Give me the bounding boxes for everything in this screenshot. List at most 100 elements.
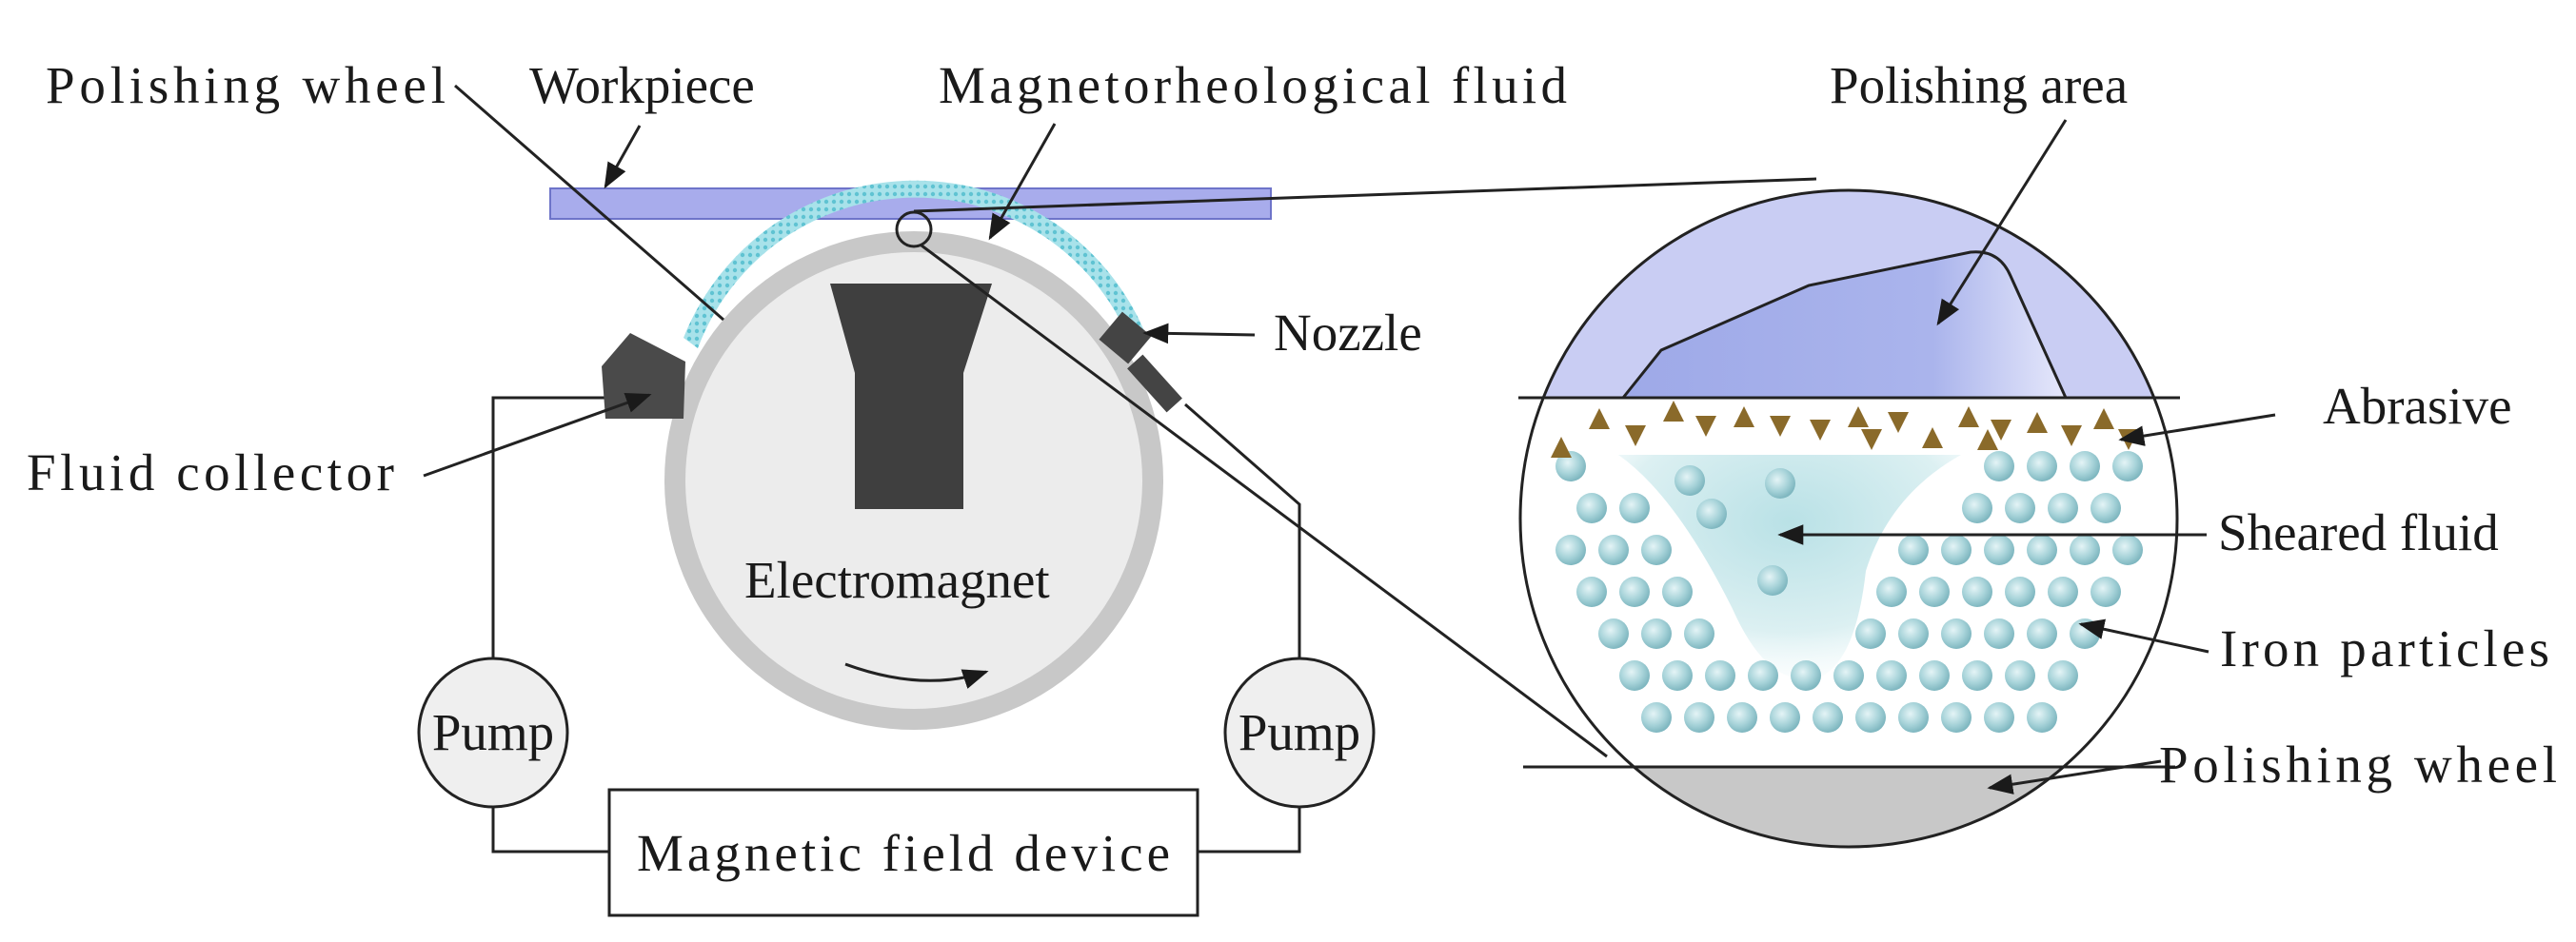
label-polishing-wheel: Polishing wheel: [46, 56, 446, 114]
label-fluid-collector: Fluid collector: [27, 443, 394, 501]
iron-particle: [1705, 660, 1735, 691]
abrasive-grain: [2027, 412, 2048, 433]
iron-particle: [1919, 660, 1950, 691]
leader-workpiece: [604, 125, 642, 189]
label-pump-right: Pump: [1238, 703, 1360, 761]
leader-mr-fluid: [988, 123, 1057, 241]
iron-particle: [1876, 577, 1907, 607]
iron-particle: [1962, 577, 1992, 607]
iron-particle: [1855, 618, 1886, 649]
abrasive-grain: [1770, 416, 1791, 437]
iron-particle: [1641, 618, 1672, 649]
iron-particle: [1876, 660, 1907, 691]
leader-polishing-wheel-detail: [1987, 759, 2162, 795]
iron-particle: [2112, 451, 2143, 481]
nozzle: [1099, 311, 1182, 413]
iron-particle: [1641, 535, 1672, 565]
rotation-arrow: [844, 662, 989, 689]
iron-particle: [1898, 702, 1929, 733]
iron-particle: [1941, 618, 1972, 649]
iron-particle: [1919, 577, 1950, 607]
iron-particle: [1941, 702, 1972, 733]
iron-particle: [1791, 660, 1821, 691]
abrasive-grain: [1888, 412, 1909, 433]
fluid-collector: [602, 333, 685, 419]
zoom-line-top: [913, 177, 1817, 213]
iron-particle: [1855, 702, 1886, 733]
iron-particle: [2091, 493, 2121, 523]
label-iron-particles: Iron particles: [2220, 619, 2549, 677]
iron-particle: [2048, 660, 2078, 691]
iron-particle: [2070, 535, 2100, 565]
label-mr-fluid: Magnetorheological fluid: [939, 56, 1567, 114]
electromagnet-core: [830, 284, 992, 509]
abrasive-grain: [1663, 401, 1684, 422]
label-abrasive: Abrasive: [2323, 377, 2512, 435]
abrasive-grain: [1922, 427, 1943, 448]
leader-nozzle: [1142, 323, 1256, 344]
iron-particle: [1619, 577, 1650, 607]
polishing-area: [1619, 250, 2069, 400]
iron-particle: [1696, 499, 1727, 529]
magnetic-field-device-box: [607, 788, 1199, 917]
iron-particle: [2027, 618, 2057, 649]
iron-particle: [1941, 535, 1972, 565]
iron-particle: [1984, 618, 2014, 649]
abrasive-grain: [1695, 416, 1716, 437]
right-circuit-wire: [1184, 402, 1301, 854]
abrasive-grain: [1589, 408, 1610, 429]
abrasive-grain: [1861, 429, 1882, 450]
abrasive-grain: [1848, 406, 1869, 427]
pump-left: [417, 657, 569, 809]
iron-particle: [2027, 702, 2057, 733]
zoom-line-bottom: [921, 244, 1608, 758]
iron-particle: [1984, 702, 2014, 733]
abrasive-grain: [2093, 408, 2114, 429]
label-polishing-wheel-detail: Polishing wheel: [2159, 736, 2557, 794]
iron-particle: [1619, 660, 1650, 691]
label-pump-left: Pump: [432, 703, 554, 761]
abrasive-grain: [1958, 406, 1979, 427]
iron-particle: [1619, 493, 1650, 523]
iron-particle: [1662, 577, 1693, 607]
leader-iron-particles: [2078, 618, 2209, 654]
iron-particle: [1833, 660, 1864, 691]
iron-particle: [1984, 451, 2014, 481]
contact-zone-marker: [895, 210, 933, 248]
iron-particle: [2070, 618, 2100, 649]
mr-fluid-layer: [684, 180, 1147, 348]
label-electromagnet: Electromagnet: [744, 551, 1050, 609]
iron-particle: [1662, 660, 1693, 691]
iron-particle: [1598, 535, 1629, 565]
iron-particle: [2070, 451, 2100, 481]
iron-particle: [1727, 702, 1757, 733]
abrasive-grain: [1810, 420, 1831, 441]
iron-particle: [1984, 535, 2014, 565]
iron-particle: [2027, 535, 2057, 565]
iron-particle: [1813, 702, 1843, 733]
pump-right: [1223, 657, 1376, 809]
iron-particle: [2005, 493, 2035, 523]
abrasive-grain: [1625, 425, 1646, 446]
iron-particle: [1898, 618, 1929, 649]
iron-particle: [1684, 618, 1714, 649]
abrasive-grain: [1977, 429, 1998, 450]
iron-particle: [1898, 535, 1929, 565]
iron-particle: [2048, 493, 2078, 523]
zoom-detail-circle: [1518, 188, 2179, 849]
label-sheared-fluid: Sheared fluid: [2218, 503, 2499, 561]
label-workpiece: Workpiece: [529, 56, 755, 114]
iron-particle: [1556, 451, 1586, 481]
iron-particle: [1770, 702, 1800, 733]
iron-particle: [1765, 468, 1795, 499]
iron-particle: [2112, 535, 2143, 565]
leader-polishing-wheel: [454, 84, 724, 322]
iron-particle: [1598, 618, 1629, 649]
abrasive-grain: [1551, 437, 1572, 458]
abrasive-grain: [1734, 406, 1754, 427]
iron-particle: [1757, 565, 1788, 596]
iron-particle: [2027, 451, 2057, 481]
iron-particle: [1576, 493, 1607, 523]
iron-particle: [1962, 493, 1992, 523]
